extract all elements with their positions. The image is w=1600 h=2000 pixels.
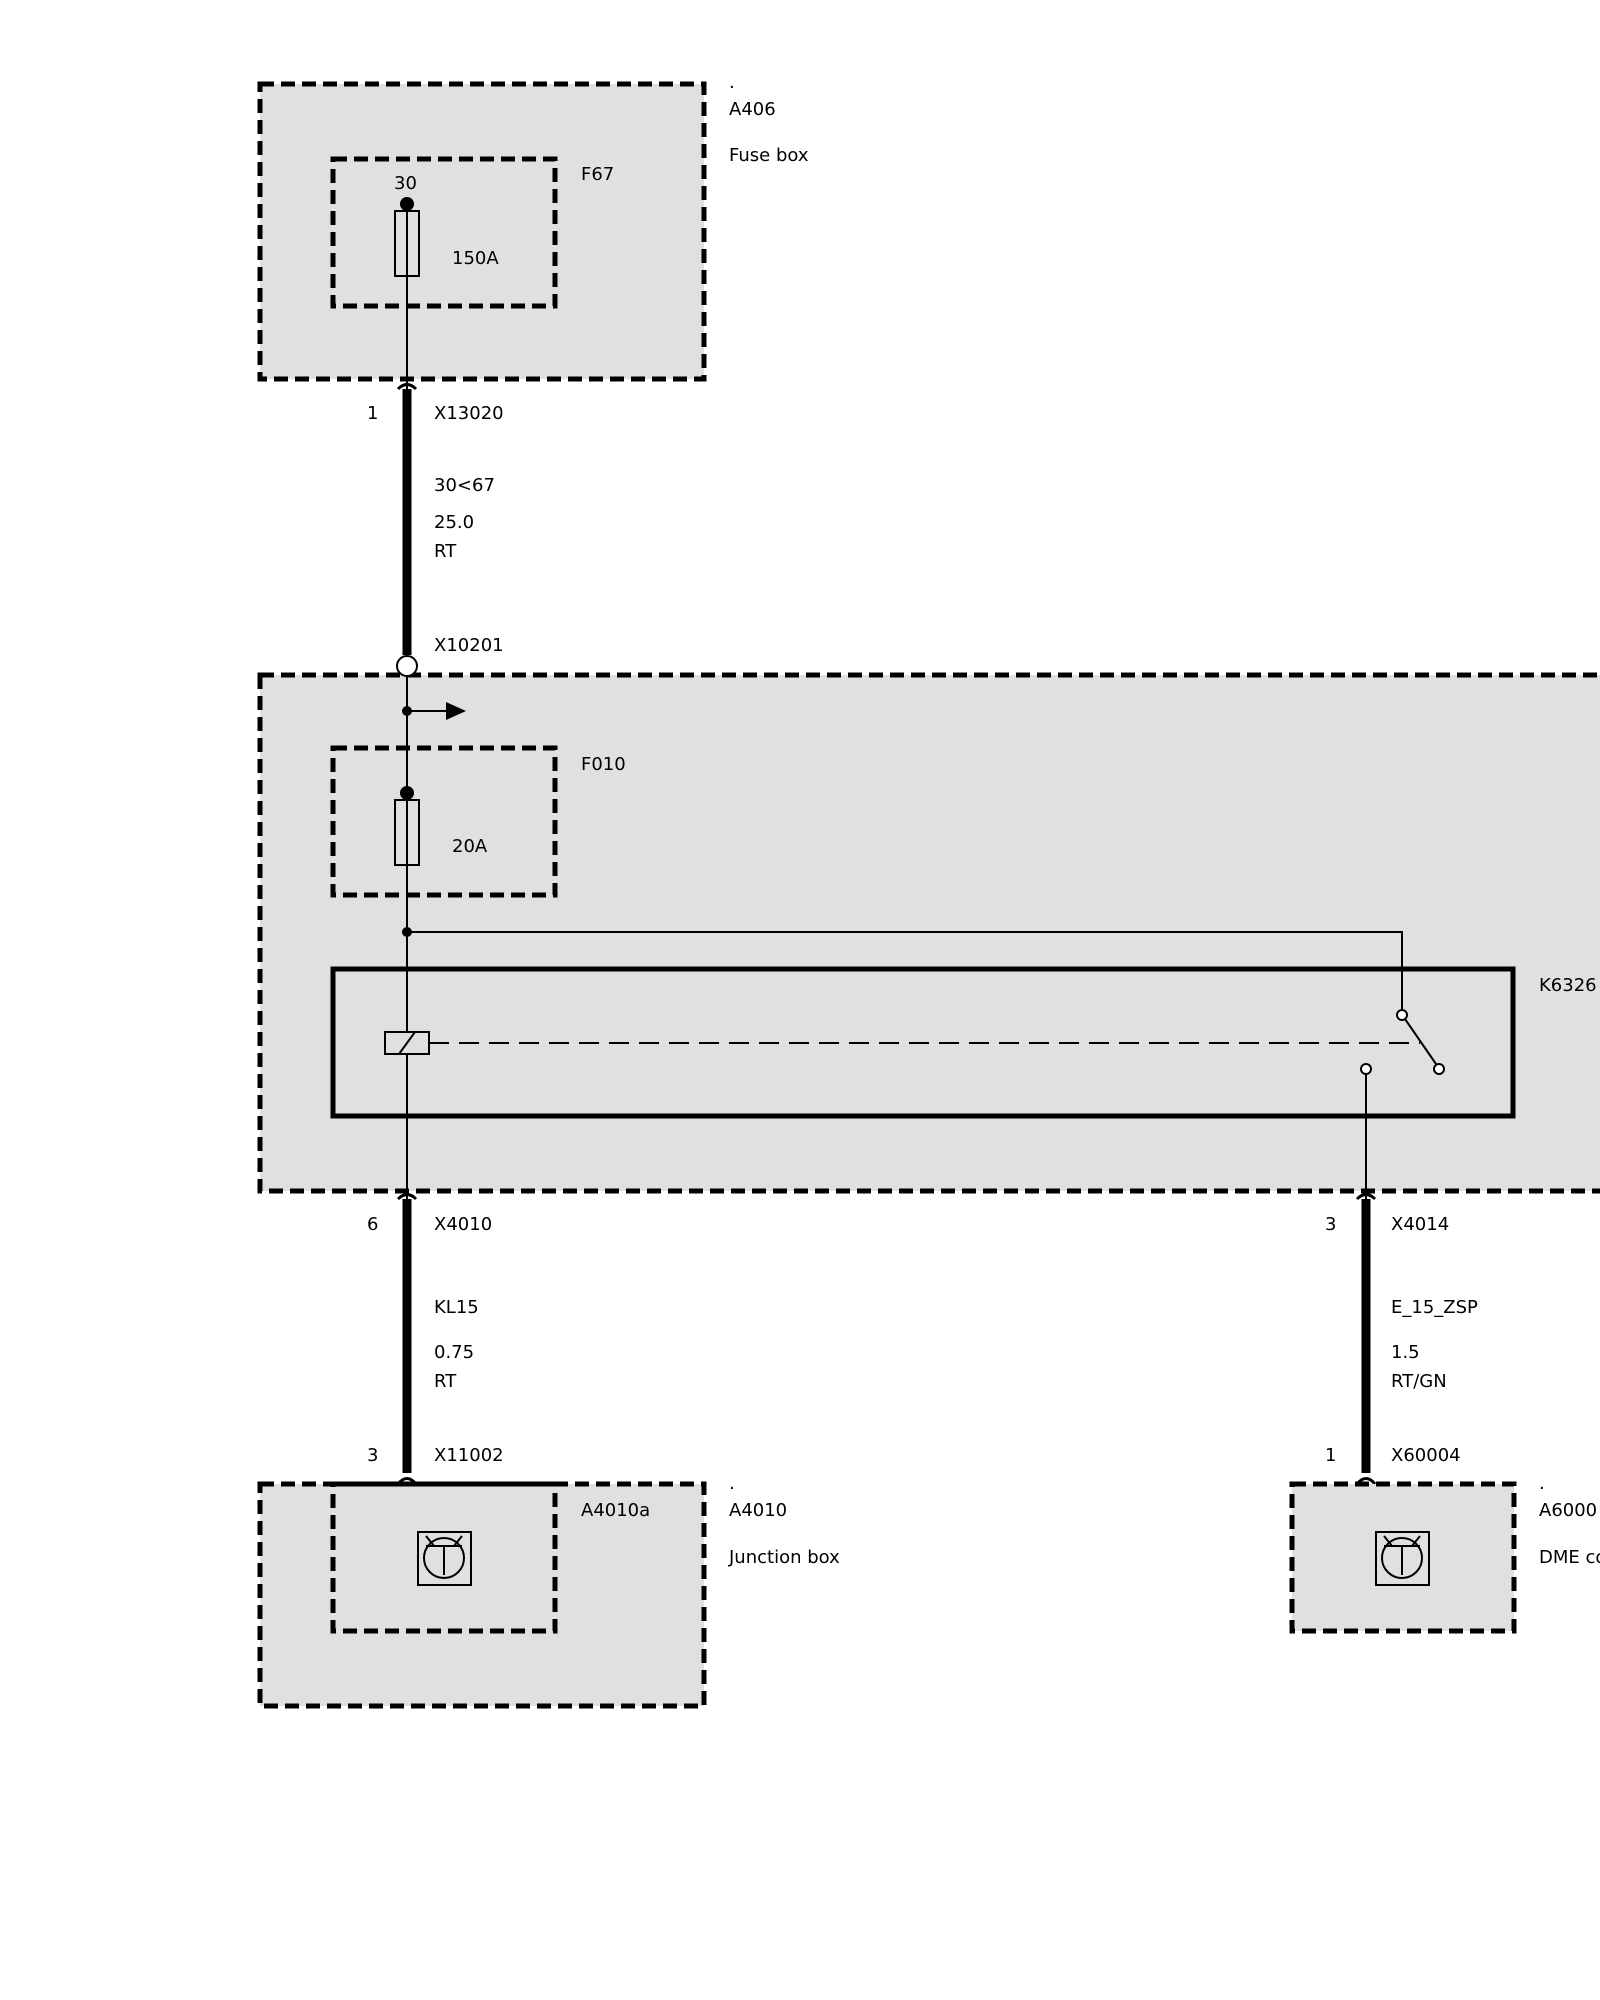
fuse-f67-id: F67 xyxy=(581,164,614,185)
transistor-icon xyxy=(417,1531,472,1586)
relay-switch-icon xyxy=(1360,1009,1445,1075)
dme-id: A6000 xyxy=(1539,1500,1597,1521)
connector-x60004-pin: 1 xyxy=(1325,1445,1336,1466)
junction-box-dot: . xyxy=(729,1473,735,1494)
wire-to-relay-switch xyxy=(407,931,1403,1015)
wire-30-67-signal: 30<67 xyxy=(434,475,495,496)
junction-box-sub-id: A4010a xyxy=(581,1500,650,1521)
connector-x11002-id: X11002 xyxy=(434,1445,504,1466)
junction-box-name: Junction box xyxy=(728,1547,840,1568)
wire-30-67-color: RT xyxy=(434,541,457,562)
connector-x4014-id: X4014 xyxy=(1391,1214,1449,1235)
connector-x13020-pin: 1 xyxy=(367,403,378,424)
fuse-box-id: A406 xyxy=(729,99,776,120)
fuse-box-dot: . xyxy=(729,72,735,93)
connector-x4014-pin: 3 xyxy=(1325,1214,1336,1235)
junction-box-id: A4010 xyxy=(729,1500,787,1521)
relay-k6326-box xyxy=(330,966,1516,1119)
fuse-f010-rating: 20A xyxy=(452,836,488,857)
connector-x10201-symbol xyxy=(396,655,418,677)
fuse-f010-box xyxy=(330,745,558,898)
dme-dot: . xyxy=(1539,1473,1545,1494)
connector-x13020-id: X13020 xyxy=(434,403,504,424)
dme-name: DME co xyxy=(1539,1547,1600,1568)
connector-x4010-id: X4010 xyxy=(434,1214,492,1235)
connector-x60004-id: X60004 xyxy=(1391,1445,1461,1466)
wire-e15-zsp-signal: E_15_ZSP xyxy=(1391,1297,1478,1318)
wire-e15-zsp-cross-section: 1.5 xyxy=(1391,1342,1420,1363)
fuse-f67-terminal: 30 xyxy=(394,173,417,194)
transistor-icon xyxy=(1375,1531,1430,1586)
connector-x13020-symbol xyxy=(396,383,418,391)
connector-x4014-symbol xyxy=(1355,1193,1377,1201)
junction-box-a4010-lower xyxy=(257,1481,707,1709)
wire-kl15-color: RT xyxy=(434,1371,457,1392)
connector-x11002-pin: 3 xyxy=(367,1445,378,1466)
fuse-f67-rating: 150A xyxy=(452,248,499,269)
fuse-box-name: Fuse box xyxy=(729,145,809,166)
connector-x4010-symbol xyxy=(396,1193,418,1201)
wire-kl15-cross-section: 0.75 xyxy=(434,1342,474,1363)
connector-x4010-pin: 6 xyxy=(367,1214,378,1235)
wire-e15-zsp-color: RT/GN xyxy=(1391,1371,1447,1392)
branch-arrow-icon xyxy=(446,702,466,720)
wire-kl15-signal: KL15 xyxy=(434,1297,479,1318)
relay-k6326-id: K6326 xyxy=(1539,975,1597,996)
fuse-box-a406 xyxy=(257,81,707,382)
fuse-f010-id: F010 xyxy=(581,754,626,775)
connector-x10201-id: X10201 xyxy=(434,635,504,656)
wire-30-67-cross-section: 25.0 xyxy=(434,512,474,533)
